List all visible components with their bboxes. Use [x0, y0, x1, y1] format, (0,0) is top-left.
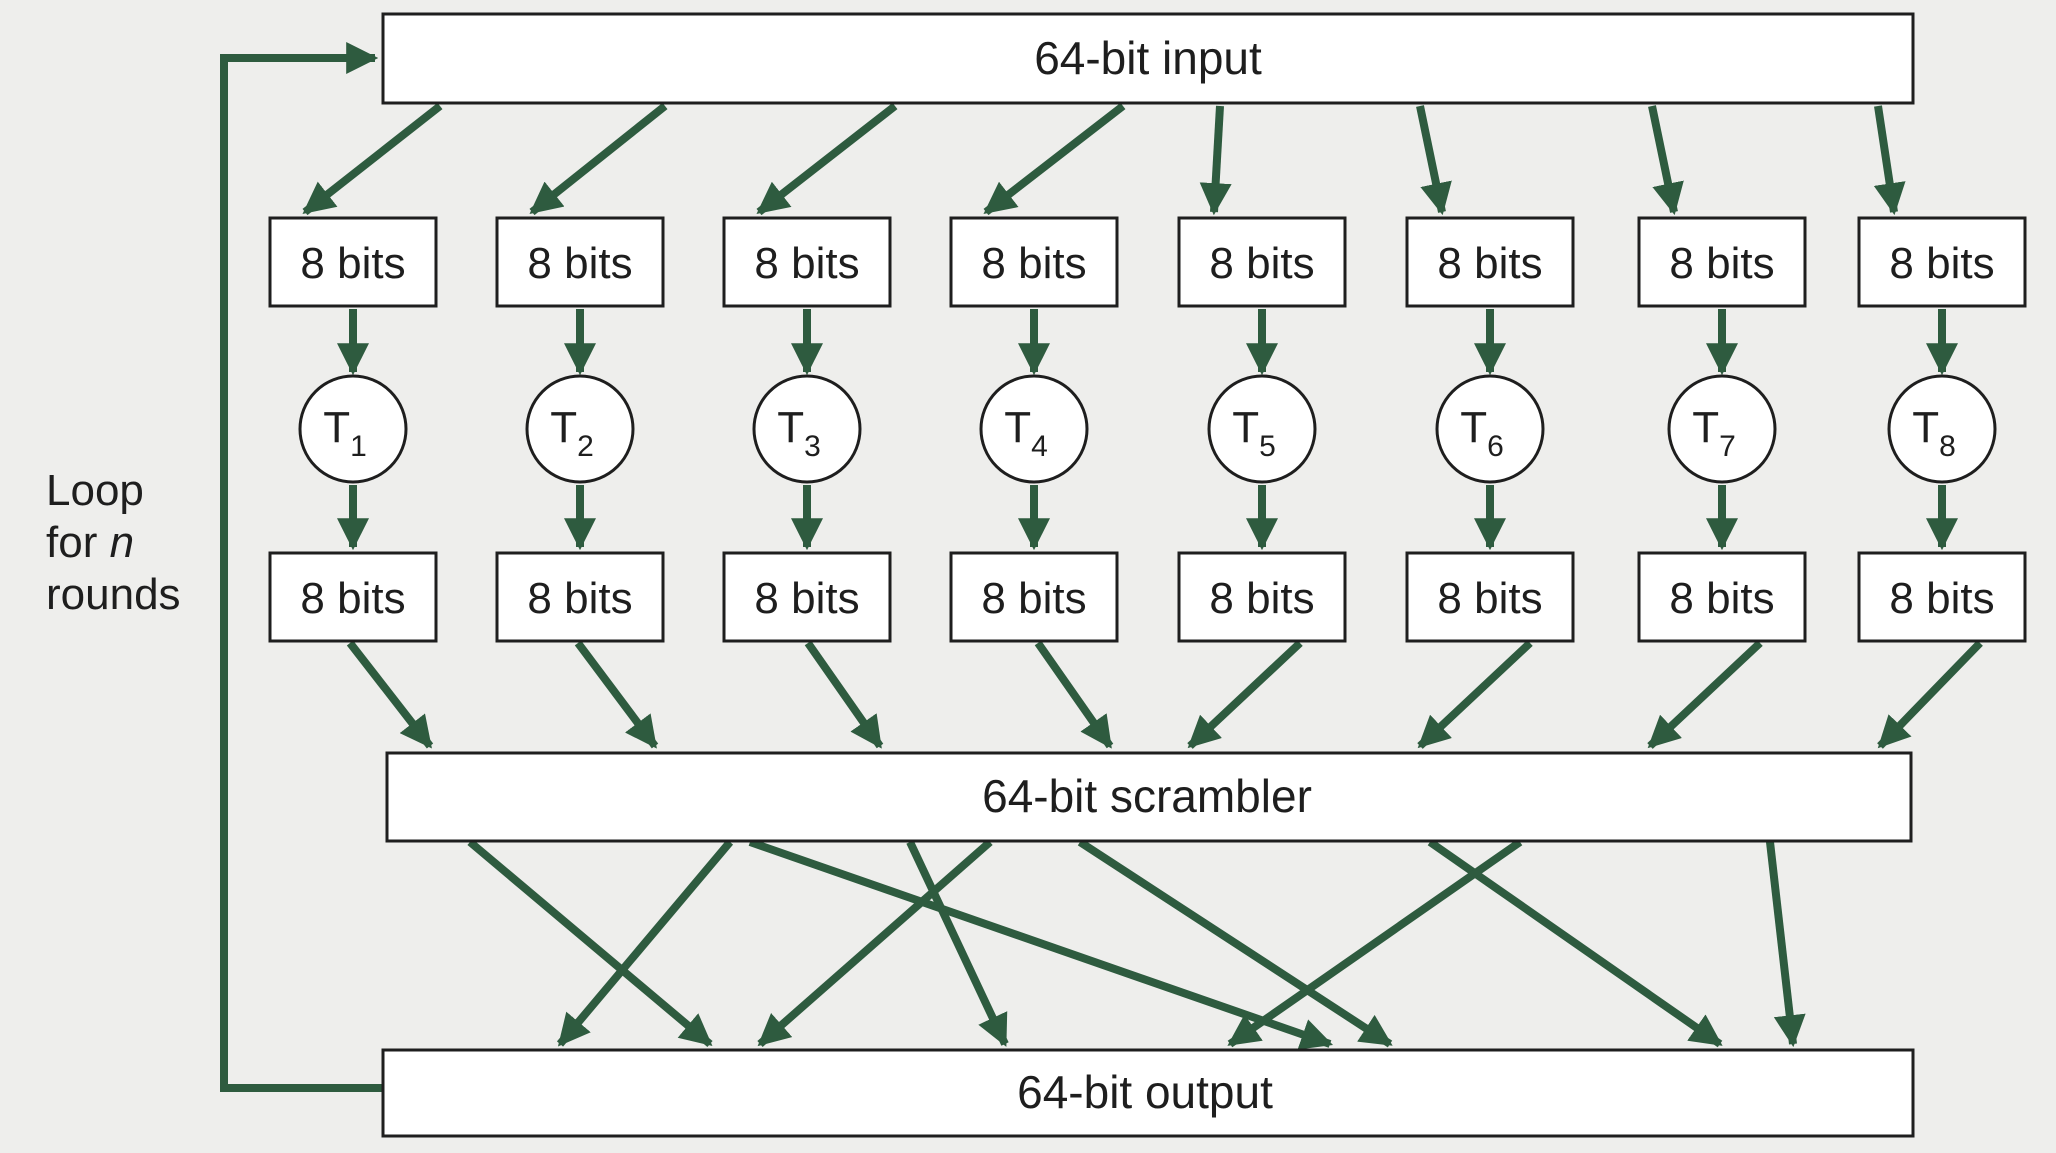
output-byte-block-4: 8 bits [949, 551, 1119, 643]
output-byte-block-5: 8 bits [1177, 551, 1347, 643]
arrow-input-to-block-5 [1199, 105, 1232, 216]
substitution-tables: T1 T2 T3 T4 T5 T6 T7 T8 [298, 374, 1997, 484]
output-byte-blocks: 8 bits 8 bits 8 bits 8 bits 8 bits 8 bits 8 bi… [268, 551, 2027, 643]
output-byte-label: 8 bits [1669, 574, 1774, 623]
arrow-input-to-block-7 [1648, 105, 1684, 216]
input-byte-label: 8 bits [754, 239, 859, 288]
input-byte-label: 8 bits [1437, 239, 1542, 288]
scrambler-label: 64-bit scrambler [982, 770, 1312, 822]
input-byte-block-1: 8 bits [268, 216, 438, 308]
output-byte-label: 8 bits [527, 574, 632, 623]
output-byte-block-3: 8 bits [722, 551, 892, 643]
table-label: T5 [1232, 403, 1276, 463]
output-block: 64-bit output [381, 1048, 1915, 1138]
loop-label: Loop for n rounds [46, 466, 181, 619]
loop-label-line1: Loop [46, 466, 144, 515]
output-byte-label: 8 bits [754, 574, 859, 623]
table-label: T2 [550, 403, 594, 463]
arrow-input-to-block-2 [529, 102, 668, 216]
table-label: T4 [1004, 403, 1048, 463]
input-byte-label: 8 bits [1669, 239, 1774, 288]
input-byte-label: 8 bits [300, 239, 405, 288]
arrow-block-to-scrambler-5 [1187, 640, 1303, 749]
output-byte-block-7: 8 bits [1637, 551, 1807, 643]
substitution-table-3: T3 [752, 374, 862, 484]
input-byte-block-8: 8 bits [1857, 216, 2027, 308]
substitution-table-4: T4 [979, 374, 1089, 484]
substitution-table-6: T6 [1435, 374, 1545, 484]
input-byte-block-4: 8 bits [949, 216, 1119, 308]
output-byte-block-8: 8 bits [1857, 551, 2027, 643]
arrow-input-to-block-4 [983, 102, 1126, 216]
arrow-scrambler-to-output-5 [757, 838, 993, 1048]
loop-label-line3: rounds [46, 570, 181, 619]
input-byte-block-7: 8 bits [1637, 216, 1807, 308]
arrow-input-to-block-8 [1873, 105, 1906, 216]
input-byte-blocks: 8 bits 8 bits 8 bits 8 bits 8 bits 8 bits 8 bi… [268, 216, 2027, 308]
arrow-scrambler-to-output-8 [1227, 838, 1523, 1048]
loop-label-line2: for n [46, 518, 134, 567]
arrow-scrambler-to-output-1 [467, 838, 713, 1048]
arrow-scrambler-to-output-4 [906, 840, 1009, 1047]
input-byte-label: 8 bits [1209, 239, 1314, 288]
input-byte-block-2: 8 bits [495, 216, 665, 308]
table-label: T7 [1692, 403, 1736, 463]
output-byte-block-2: 8 bits [495, 551, 665, 643]
substitution-table-7: T7 [1667, 374, 1777, 484]
output-label: 64-bit output [1017, 1066, 1273, 1118]
output-byte-label: 8 bits [981, 574, 1086, 623]
table-label: T1 [323, 403, 367, 463]
arrow-block-to-scrambler-2 [574, 640, 659, 749]
input-byte-label: 8 bits [981, 239, 1086, 288]
input-block: 64-bit input [381, 12, 1915, 105]
output-byte-label: 8 bits [1437, 574, 1542, 623]
output-byte-block-1: 8 bits [268, 551, 438, 643]
arrow-block-to-scrambler-3 [804, 640, 884, 749]
substitution-table-8: T8 [1887, 374, 1997, 484]
table-label: T6 [1460, 403, 1504, 463]
substitution-table-2: T2 [525, 374, 635, 484]
arrows-layer [220, 42, 1983, 1092]
input-byte-label: 8 bits [527, 239, 632, 288]
arrow-scrambler-to-output-6 [1077, 838, 1393, 1048]
input-byte-block-5: 8 bits [1177, 216, 1347, 308]
arrow-block-to-scrambler-4 [1034, 640, 1114, 749]
substitution-table-1: T1 [298, 374, 408, 484]
scrambler-block: 64-bit scrambler [385, 751, 1913, 843]
table-label: T3 [777, 403, 821, 463]
output-byte-label: 8 bits [300, 574, 405, 623]
arrow-block-to-scrambler-7 [1647, 640, 1763, 749]
input-byte-block-6: 8 bits [1405, 216, 1575, 308]
arrow-scrambler-to-output-2 [556, 839, 734, 1047]
arrow-scrambler-to-output-9 [1766, 841, 1806, 1048]
output-byte-label: 8 bits [1209, 574, 1314, 623]
arrow-input-to-block-3 [756, 102, 898, 216]
input-byte-block-3: 8 bits [722, 216, 892, 308]
table-label: T8 [1912, 403, 1956, 463]
arrow-input-to-block-1 [302, 102, 443, 216]
loop-feedback-arrow [220, 42, 383, 1092]
substitution-table-5: T5 [1207, 374, 1317, 484]
arrow-block-to-scrambler-8 [1877, 640, 1983, 749]
arrow-input-to-block-6 [1416, 105, 1452, 216]
arrow-block-to-scrambler-6 [1417, 640, 1533, 749]
output-byte-block-6: 8 bits [1405, 551, 1575, 643]
input-label: 64-bit input [1034, 32, 1262, 84]
output-byte-label: 8 bits [1889, 574, 1994, 623]
arrow-scrambler-to-output-3 [748, 838, 1334, 1050]
arrow-block-to-scrambler-1 [346, 640, 434, 749]
input-byte-label: 8 bits [1889, 239, 1994, 288]
